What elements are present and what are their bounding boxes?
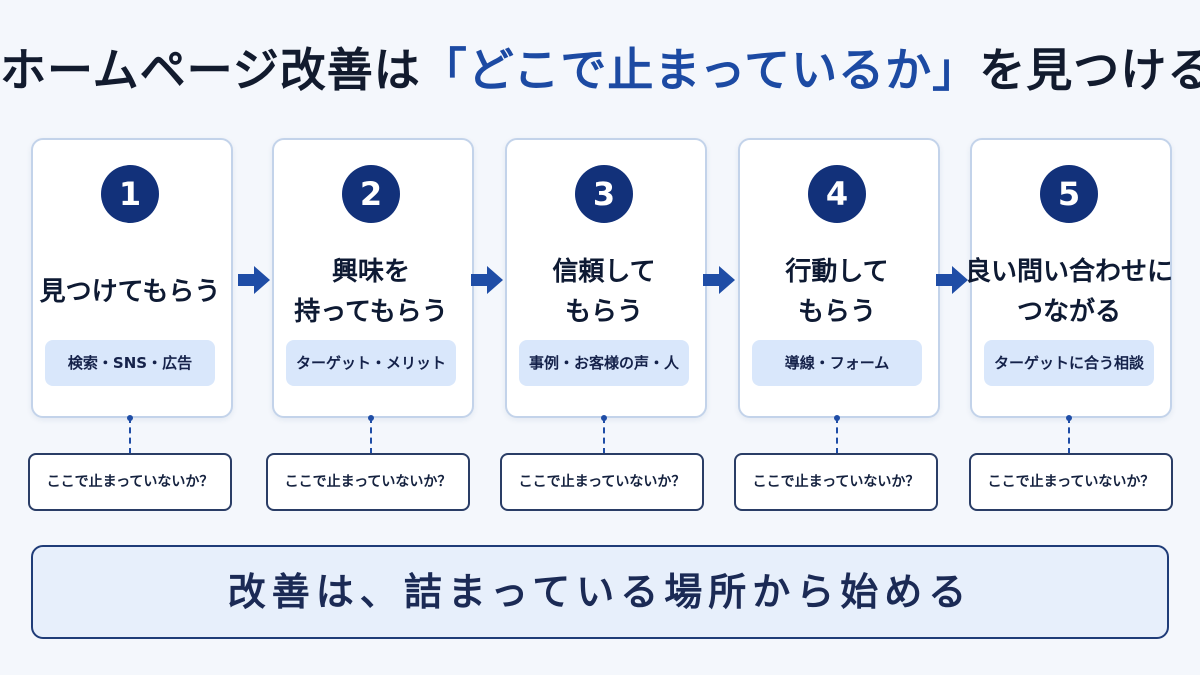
stop-question-box: ここで止まっていないか？ — [734, 453, 938, 511]
title-suffix: を見つける — [979, 43, 1200, 97]
dashed-connector — [1066, 415, 1072, 454]
footer-message: 改善は、詰まっている場所から始める — [31, 545, 1169, 639]
step-number-badge: 4 — [808, 165, 866, 223]
step-title: 行動して もらう — [740, 246, 934, 338]
stop-question-box: ここで止まっていないか？ — [969, 453, 1173, 511]
step-number-badge: 3 — [575, 165, 633, 223]
step-title: 良い問い合わせに つながる — [965, 246, 1173, 338]
stop-question-box: ここで止まっていないか？ — [266, 453, 470, 511]
step-tag: 検索・SNS・広告 — [45, 340, 215, 386]
step-title-line: もらう — [797, 297, 876, 327]
dashed-connector — [601, 415, 607, 454]
step-tag: 事例・お客様の声・人 — [519, 340, 689, 386]
arrow-right-icon — [238, 266, 270, 294]
arrow-right-icon — [471, 266, 503, 294]
arrow-right-icon — [703, 266, 735, 294]
step-title: 見つけてもらう — [33, 246, 227, 338]
stop-question-box: ここで止まっていないか？ — [28, 453, 232, 511]
stop-question-box: ここで止まっていないか？ — [500, 453, 704, 511]
step-number-badge: 5 — [1040, 165, 1098, 223]
step-card-5: 5 良い問い合わせに つながる ターゲットに合う相談 — [965, 138, 1173, 418]
step-card-3: 3 信頼して もらう 事例・お客様の声・人 — [505, 138, 707, 418]
step-tag: ターゲット・メリット — [286, 340, 456, 386]
step-title-line: 見つけてもらう — [39, 277, 221, 307]
step-card-1: 1 見つけてもらう 検索・SNS・広告 — [31, 138, 233, 418]
step-number-badge: 2 — [342, 165, 400, 223]
step-title-line: もらう — [564, 297, 643, 327]
arrow-right-icon — [936, 266, 968, 294]
step-number-badge: 1 — [101, 165, 159, 223]
page-title: ホームページ改善は「どこで止まっているか」を見つける — [0, 34, 1200, 100]
step-tag: 導線・フォーム — [752, 340, 922, 386]
step-title-line: つながる — [1016, 297, 1121, 327]
dashed-connector — [834, 415, 840, 454]
title-prefix: ホームページ改善は — [0, 43, 421, 97]
step-title: 信頼して もらう — [507, 246, 701, 338]
step-card-2: 2 興味を 持ってもらう ターゲット・メリット — [272, 138, 474, 418]
dashed-connector — [127, 415, 133, 454]
step-title: 興味を 持ってもらう — [274, 246, 468, 338]
title-highlight: 「どこで止まっているか」 — [420, 43, 980, 97]
step-tag: ターゲットに合う相談 — [984, 340, 1154, 386]
step-card-4: 4 行動して もらう 導線・フォーム — [738, 138, 940, 418]
step-title-line: 持ってもらう — [294, 297, 448, 327]
step-title-line: 興味を — [331, 257, 410, 287]
step-title-line: 信頼して — [552, 257, 656, 287]
step-title-line: 良い問い合わせに — [965, 257, 1174, 287]
step-title-line: 行動して — [785, 257, 889, 287]
dashed-connector — [368, 415, 374, 454]
